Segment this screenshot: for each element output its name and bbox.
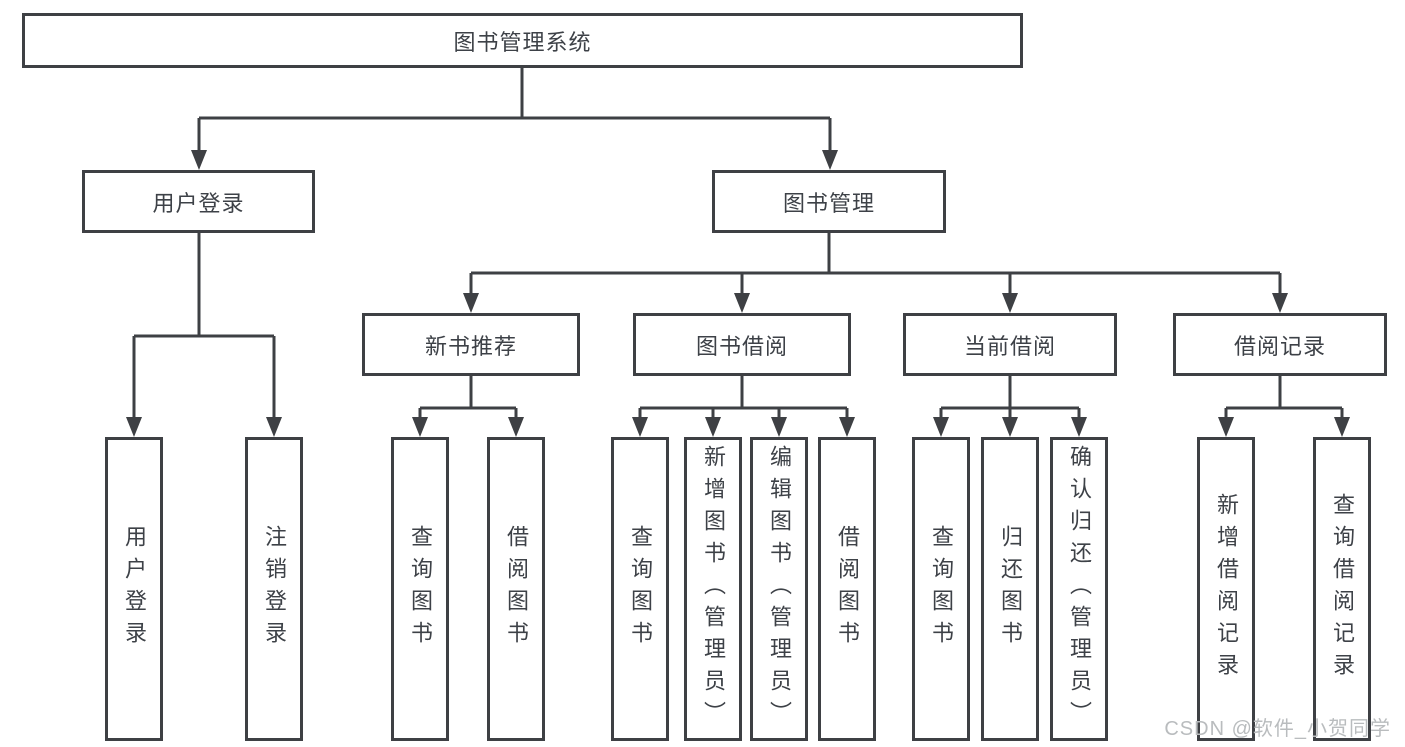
arrow-icon xyxy=(734,293,750,313)
arrow-icon xyxy=(839,417,855,437)
leaf-records-query-record: 查询借阅记录 xyxy=(1313,437,1371,741)
node-book-management: 图书管理 xyxy=(712,170,946,233)
arrow-icon xyxy=(1071,417,1087,437)
node-current-borrow: 当前借阅 xyxy=(903,313,1117,376)
node-book-borrow: 图书借阅 xyxy=(633,313,851,376)
leaf-newbook-borrow-books: 借阅图书 xyxy=(487,437,545,741)
arrow-icon xyxy=(632,417,648,437)
arrow-icon xyxy=(266,417,282,437)
arrow-icon xyxy=(412,417,428,437)
arrow-icon xyxy=(191,150,207,170)
leaf-logout: 注销登录 xyxy=(245,437,303,741)
arrow-icon xyxy=(1218,417,1234,437)
csdn-watermark: CSDN @软件_小贺同学 xyxy=(1164,718,1391,740)
arrow-icon xyxy=(822,150,838,170)
arrow-icon xyxy=(771,417,787,437)
leaf-current-query-books: 查询图书 xyxy=(912,437,970,741)
node-borrow-records: 借阅记录 xyxy=(1173,313,1387,376)
arrow-icon xyxy=(1272,293,1288,313)
leaf-borrowmod-edit-books-admin: 编辑图书（管理员） xyxy=(750,437,808,741)
arrowheads xyxy=(126,150,1350,437)
arrow-icon xyxy=(933,417,949,437)
leaf-current-confirm-return-admin: 确认归还（管理员） xyxy=(1050,437,1108,741)
arrow-icon xyxy=(1334,417,1350,437)
leaf-newbook-query-books: 查询图书 xyxy=(391,437,449,741)
leaf-borrowmod-query-books: 查询图书 xyxy=(611,437,669,741)
leaf-current-return-books: 归还图书 xyxy=(981,437,1039,741)
node-user-login: 用户登录 xyxy=(82,170,315,233)
leaf-user-login: 用户登录 xyxy=(105,437,163,741)
arrow-icon xyxy=(1002,417,1018,437)
leaf-borrowmod-borrow-books: 借阅图书 xyxy=(818,437,876,741)
node-new-book-recommend: 新书推荐 xyxy=(362,313,580,376)
arrow-icon xyxy=(705,417,721,437)
node-root: 图书管理系统 xyxy=(22,13,1023,68)
arrow-icon xyxy=(126,417,142,437)
arrow-icon xyxy=(508,417,524,437)
leaf-borrowmod-add-books-admin: 新增图书（管理员） xyxy=(684,437,742,741)
arrow-icon xyxy=(463,293,479,313)
leaf-records-add-record: 新增借阅记录 xyxy=(1197,437,1255,741)
arrow-icon xyxy=(1002,293,1018,313)
